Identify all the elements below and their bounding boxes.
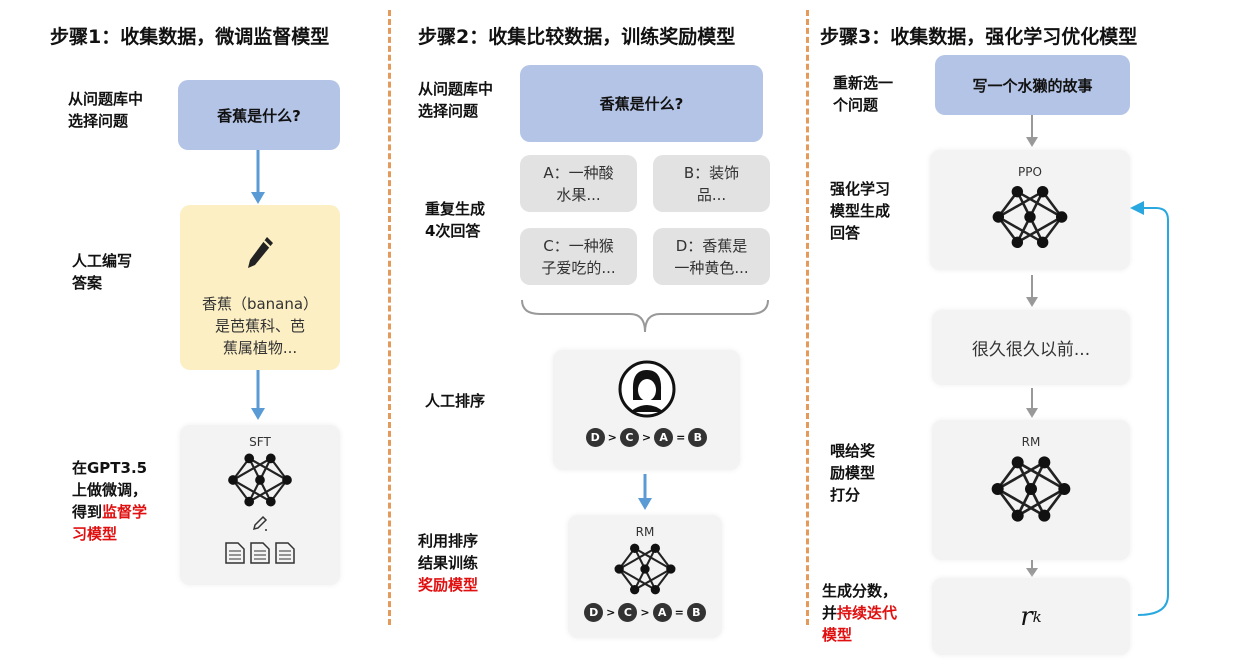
sft-label: SFT	[249, 435, 271, 449]
column-divider	[806, 10, 809, 625]
step3-question-box: 写一个水獭的故事	[935, 55, 1130, 115]
answer-b: B：装饰 品...	[653, 155, 770, 212]
neural-network-icon	[991, 455, 1071, 523]
step3-label-select: 重新选一 个问题	[833, 74, 894, 114]
step1-answer-text: 香蕉（banana） 是芭蕉科、芭 蕉属植物...	[201, 295, 319, 357]
human-ranking-box: D>C>A=B	[553, 350, 740, 470]
person-avatar-icon	[618, 360, 675, 418]
neural-network-icon	[614, 543, 676, 595]
step3-title: 步骤3：收集数据，强化学习优化模型	[820, 26, 1138, 48]
ppo-label: PPO	[1018, 165, 1042, 179]
step3-label-score: 喂给奖 励模型 打分	[830, 442, 876, 504]
brace-icon	[521, 299, 769, 333]
rm-label: RM	[1021, 435, 1041, 449]
step2-question-box: 香蕉是什么?	[520, 65, 763, 142]
step1-label-finetune: 在GPT3.5 上做微调， 得到监督学 习模型	[72, 459, 148, 543]
answer-c: C：一种猴 子爱吃的...	[520, 228, 637, 285]
step3-label-iterate: 生成分数， 并持续迭代 模型	[822, 582, 898, 644]
step2-label-train: 利用排序 结果训练 奖励模型	[418, 532, 479, 594]
arrow-down-icon	[251, 150, 265, 204]
arrow-down-icon	[1026, 115, 1038, 147]
neural-network-icon	[227, 453, 293, 507]
answer-a: A：一种酸 水果...	[520, 155, 637, 212]
feedback-loop-arrow-icon	[1130, 201, 1169, 616]
step1-answer-box: 香蕉（banana） 是芭蕉科、芭 蕉属植物...	[180, 205, 340, 370]
ppo-box: PPO	[930, 150, 1130, 270]
arrow-down-icon	[1026, 275, 1038, 307]
documents-icon	[224, 541, 296, 565]
step2-title: 步骤2：收集比较数据，训练奖励模型	[418, 26, 736, 48]
step1-sft-box: SFT	[180, 425, 340, 585]
arrow-down-icon	[1026, 388, 1038, 418]
neural-network-icon	[992, 185, 1068, 249]
ranking-row: D>C>A=B	[585, 428, 708, 447]
step1-question-box: 香蕉是什么?	[178, 80, 340, 150]
step1-label-write: 人工编写 答案	[72, 252, 133, 292]
step3-rm-box: RM	[932, 420, 1130, 560]
arrow-down-icon	[638, 474, 652, 510]
answer-d: D：香蕉是 一种黄色...	[653, 228, 770, 285]
arrow-down-icon	[1026, 560, 1038, 577]
step2-label-select: 从问题库中 选择问题	[418, 80, 494, 120]
ranking-row: D>C>A=B	[584, 603, 706, 622]
step2-label-rank: 人工排序	[425, 392, 486, 410]
pencil-outline-icon	[252, 515, 268, 531]
column-divider	[388, 10, 391, 625]
step1-title: 步骤1：收集数据，微调监督模型	[50, 26, 330, 48]
reward-model-box: RM D>C>A=B	[568, 515, 722, 638]
pencil-icon	[248, 237, 273, 268]
step3-label-generate: 强化学习 模型生成 回答	[830, 180, 891, 242]
generated-output-box: 很久很久以前...	[932, 310, 1130, 385]
arrow-down-icon	[251, 370, 265, 420]
rm-label: RM	[635, 525, 655, 539]
step1-label-select: 从问题库中 选择问题	[68, 90, 144, 130]
step2-label-generate: 重复生成 4次回答	[425, 200, 486, 240]
